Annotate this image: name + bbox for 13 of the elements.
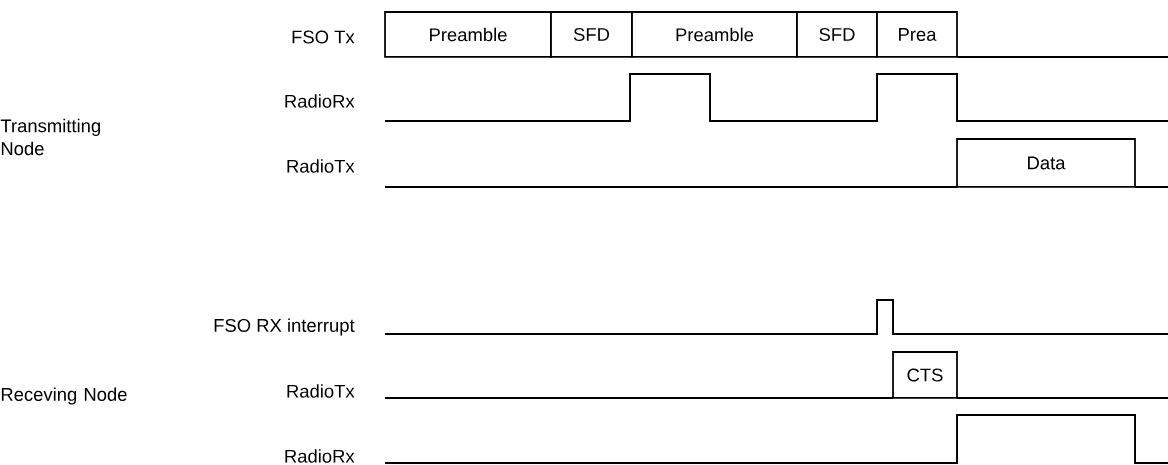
signal-name: RadioRx	[285, 94, 355, 108]
node-label: Transmitting Node	[0, 118, 100, 156]
signal-name: RadioTx	[287, 159, 355, 173]
node-label: Receving Node	[1, 387, 127, 405]
signal-box: Prea	[876, 11, 958, 58]
signal-name: RadioRx	[285, 449, 355, 463]
signal-box: SFD	[796, 11, 878, 58]
signal-box: SFD	[550, 11, 633, 58]
signal-box: CTS	[892, 351, 958, 399]
signal-name: FSO Tx	[292, 30, 355, 44]
signal-name: FSO RX interrupt	[214, 318, 355, 336]
signal-name: RadioTx	[287, 384, 355, 398]
signal-box: Data	[956, 138, 1136, 188]
